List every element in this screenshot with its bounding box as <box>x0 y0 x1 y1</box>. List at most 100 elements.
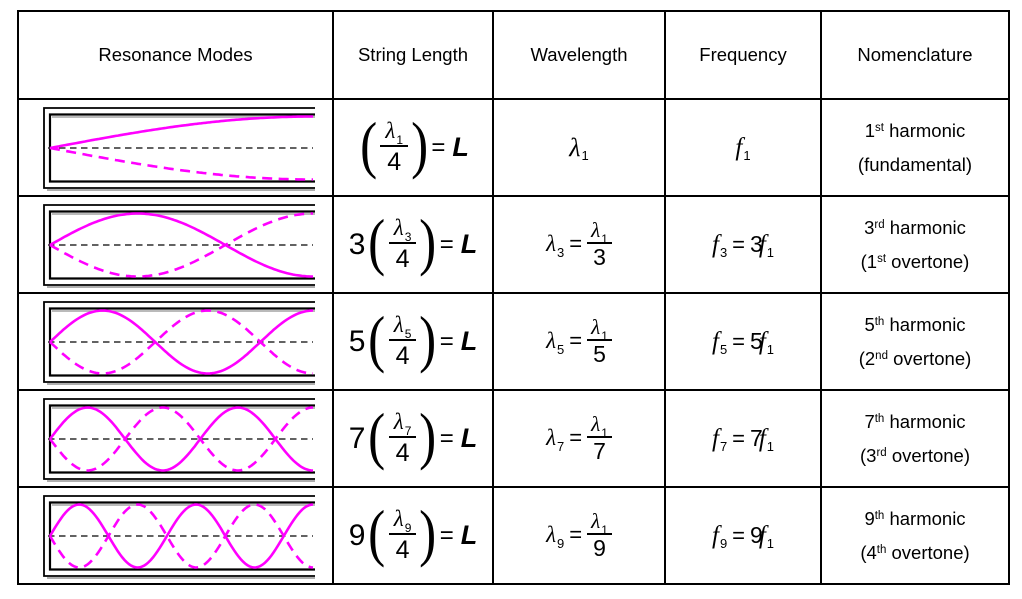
coefficient: 3 <box>348 227 366 261</box>
ordinal-superscript: st <box>875 121 884 134</box>
paren-open: ( <box>368 205 386 277</box>
subscript: 1 <box>766 342 775 357</box>
lambda-symbol: λ <box>591 508 601 533</box>
paren-close: ) <box>411 108 429 180</box>
subscript: 5 <box>557 341 565 357</box>
frequency-symbol: f <box>758 327 766 355</box>
harmonic-label: 9th harmonic <box>864 507 966 529</box>
standing-wave-diagram <box>42 494 315 579</box>
subscript: 7 <box>719 439 728 454</box>
subscript: 1 <box>601 425 608 440</box>
subscript: 7 <box>404 424 412 439</box>
frequency-symbol: f <box>711 327 719 355</box>
subscript: 1 <box>601 328 608 343</box>
harmonic-label: 5th harmonic <box>864 313 966 335</box>
subscript: 5 <box>404 327 412 342</box>
lambda-symbol: λ <box>385 118 396 144</box>
overtone-label: (4th overtone) <box>860 542 970 563</box>
ordinal-superscript: rd <box>876 447 887 459</box>
coefficient: 3 <box>750 231 763 257</box>
ordinal-superscript: th <box>874 315 885 328</box>
lambda-symbol: λ <box>393 215 404 241</box>
nomenclature-text: 7th harmonic (3rd overtone) <box>822 411 1008 466</box>
paren-close: ) <box>419 399 437 471</box>
equals-sign: = <box>569 328 583 354</box>
lambda-symbol: λ <box>546 231 557 257</box>
equals-sign: = <box>439 230 454 258</box>
overtone-label: (fundamental) <box>857 154 973 175</box>
denominator: 4 <box>388 533 417 564</box>
col-header-nomenclature: Nomenclature <box>820 10 1010 100</box>
lambda-symbol: λ <box>591 314 601 339</box>
nomenclature-text: 9th harmonic (4th overtone) <box>822 507 1008 563</box>
lambda-symbol: λ <box>569 132 581 162</box>
frequency-symbol: f <box>735 133 743 161</box>
equals-sign: = <box>439 521 454 549</box>
lambda-symbol: λ <box>393 506 404 532</box>
frequency-symbol: f <box>711 424 719 452</box>
col-header-frequency: Frequency <box>664 10 822 100</box>
subscript: 9 <box>404 521 412 536</box>
frequency-symbol: f <box>758 521 766 549</box>
equals-sign: = <box>569 522 583 548</box>
denominator: 7 <box>587 435 612 463</box>
length-symbol: L <box>460 520 478 550</box>
paren-open: ( <box>360 108 378 180</box>
subscript: 9 <box>557 535 565 551</box>
lambda-symbol: λ <box>393 409 404 435</box>
ordinal-superscript: nd <box>875 350 888 362</box>
subscript: 1 <box>766 536 775 551</box>
overtone-label: (3rd overtone) <box>860 445 970 466</box>
subscript: 1 <box>766 245 775 260</box>
subscript: 1 <box>581 148 589 163</box>
lambda-symbol: λ <box>546 425 557 451</box>
length-symbol: L <box>460 423 478 453</box>
subscript: 7 <box>557 438 565 454</box>
resonance-modes-table: Resonance Modes String Length Wavelength… <box>17 10 1010 585</box>
paren-close: ) <box>419 302 437 374</box>
subscript: 1 <box>396 133 404 148</box>
coefficient: 9 <box>348 518 366 552</box>
standing-wave-diagram <box>42 397 315 482</box>
equals-sign: = <box>732 328 746 354</box>
paren-open: ( <box>368 399 386 471</box>
lambda-symbol: λ <box>546 522 557 548</box>
standing-wave-diagram <box>42 300 315 385</box>
col-header-wavelength: Wavelength <box>492 10 666 100</box>
paren-open: ( <box>368 302 386 374</box>
subscript: 5 <box>719 342 728 357</box>
header-row: Resonance Modes String Length Wavelength… <box>17 10 1010 100</box>
paren-close: ) <box>419 496 437 568</box>
equals-sign: = <box>431 133 446 161</box>
denominator: 9 <box>587 532 612 560</box>
subscript: 1 <box>766 439 775 454</box>
subscript: 9 <box>719 536 728 551</box>
nomenclature-cell: 1st harmonic (fundamental) <box>820 98 1010 197</box>
denominator: 3 <box>587 241 612 269</box>
coefficient: 7 <box>348 421 366 455</box>
nomenclature-cell: 9th harmonic (4th overtone) <box>820 486 1010 585</box>
ordinal-superscript: st <box>877 253 887 265</box>
lambda-symbol: λ <box>393 312 404 338</box>
equals-sign: = <box>732 522 746 548</box>
nomenclature-cell: 7th harmonic (3rd overtone) <box>820 389 1010 488</box>
